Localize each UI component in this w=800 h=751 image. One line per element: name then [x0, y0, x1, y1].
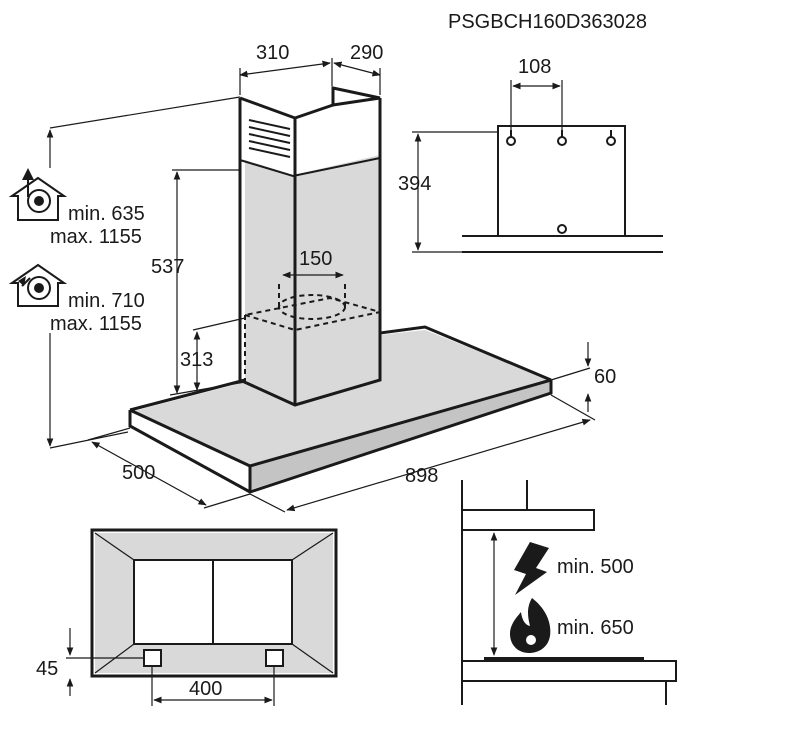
hood-3d-view [128, 86, 553, 494]
recirculation-fan-icon [8, 263, 68, 307]
cooktop-clearance-view: min. 500 min. 650 [461, 480, 677, 705]
canopy-thickness-label: 60 [594, 366, 616, 388]
canopy-width-label: 898 [405, 465, 438, 487]
extraction-max: max. 1155 [50, 226, 142, 248]
bracket-holes [506, 130, 616, 234]
model-code: PSGBCH160D363028 [448, 11, 647, 33]
chimney-lower-height: 313 [180, 349, 213, 371]
chimney-width-dims: 310 290 [239, 42, 383, 95]
duct-diameter-dim: 150 [282, 248, 344, 279]
bracket-hole-spacing: 108 [518, 56, 551, 78]
lightning-icon [514, 542, 549, 595]
extraction-min: min. 635 [68, 203, 145, 225]
canopy-depth-label: 500 [122, 462, 155, 484]
chimney-width-side: 290 [350, 42, 383, 64]
light-spacing-label: 400 [189, 678, 222, 700]
duct-out-fan-icon [8, 168, 68, 221]
light-left [143, 649, 162, 667]
clearance-electric: min. 500 [557, 556, 634, 578]
chimney-height-dims: 537 313 [151, 169, 246, 396]
vent-slots [248, 119, 291, 158]
canopy-dims: 500 898 60 [87, 342, 616, 513]
recirculation-min: min. 710 [68, 290, 145, 312]
bracket-height-label: 394 [398, 173, 431, 195]
duct-diameter-label: 150 [299, 248, 332, 270]
recirculation-max: max. 1155 [50, 313, 142, 335]
flame-icon [510, 598, 551, 653]
hood-bottom-view: 45 400 [36, 528, 338, 706]
clearance-gas: min. 650 [557, 617, 634, 639]
light-offset-label: 45 [36, 658, 58, 680]
chimney-width-front: 310 [256, 42, 289, 64]
wall-bracket-view: 108 394 [398, 56, 663, 253]
light-right [265, 649, 284, 667]
chimney-upper-height: 537 [151, 256, 184, 278]
